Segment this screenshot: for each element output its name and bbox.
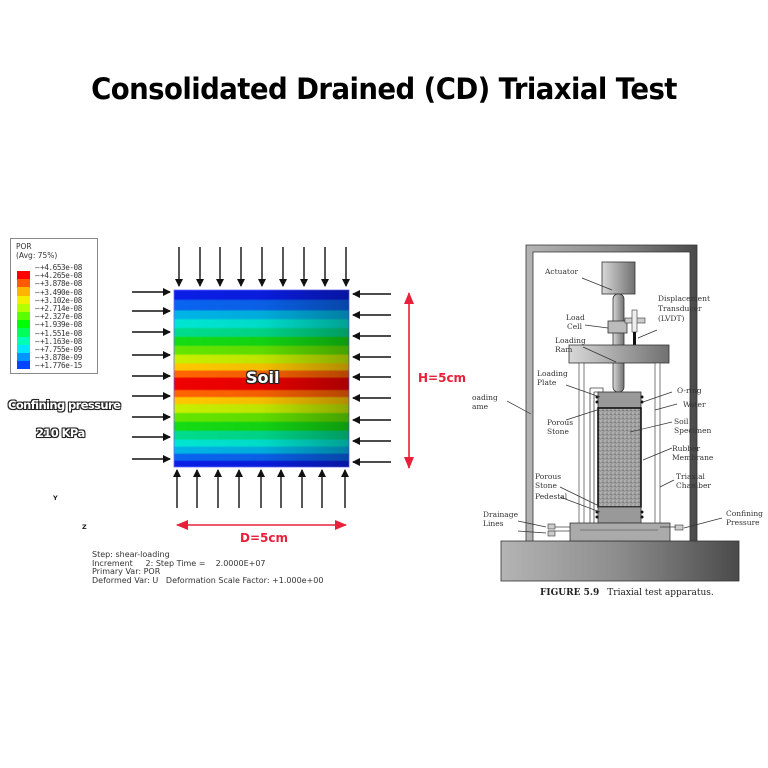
right-confining-arrows	[352, 290, 391, 466]
figure-number: FIGURE 5.9	[540, 588, 600, 598]
legend-value: +1.776e-15	[35, 362, 82, 370]
label-plate-1: Loading	[537, 369, 568, 378]
top-load-arrows	[175, 247, 350, 287]
label-frame-1: oading	[472, 393, 498, 402]
confining-pressure-label: Confining pressure	[8, 398, 121, 412]
soil-label: Soil	[246, 368, 280, 387]
confining-pressure-value: 210 KPa	[36, 426, 85, 440]
actuator	[601, 261, 636, 295]
label-actuator: Actuator	[544, 267, 578, 276]
increment-line: Increment 2: Step Time = 2.0000E+07	[92, 558, 266, 568]
triad-y-label: Y	[53, 494, 58, 502]
label-confining-2: Pressure	[726, 518, 760, 527]
label-soil-1: Soil	[674, 417, 689, 426]
load-cell	[607, 320, 628, 334]
height-label: H=5cm	[418, 371, 467, 385]
legend-value: +3.878e-08	[35, 280, 82, 288]
lvdt	[631, 309, 638, 333]
legend-value: +1.551e-08	[35, 329, 82, 338]
loading-ram	[612, 293, 625, 393]
triaxial-apparatus-diagram: Actuator Displacement Transducer (LVDT) …	[472, 244, 763, 582]
legend-color-bar	[17, 271, 30, 370]
pedestal	[597, 506, 642, 524]
label-load-2: Cell	[567, 322, 583, 331]
label-porous-bot-1: Porous	[535, 472, 561, 481]
legend-variable: POR	[16, 242, 32, 251]
label-displacement-3: (LVDT)	[658, 314, 684, 323]
legend-value: +3.490e-08	[35, 288, 82, 297]
label-rubber-1: Rubber	[672, 444, 701, 453]
confining-valve	[674, 524, 684, 531]
left-confining-arrows	[132, 288, 171, 463]
figure-caption-text: Triaxial test apparatus.	[607, 588, 714, 598]
step-line: Step: shear-loading	[92, 550, 170, 559]
label-chamber-1: Triaxial	[676, 472, 706, 481]
label-frame-2: ame	[472, 402, 489, 411]
base-plinth	[569, 522, 671, 542]
legend-values: +4.653e-08 +4.265e-08 +3.878e-08 +3.490e…	[35, 263, 82, 371]
label-porous-top-2: Stone	[547, 427, 569, 436]
bottom-load-arrows	[173, 469, 349, 508]
label-porous-bot-2: Stone	[535, 481, 557, 490]
label-porous-top-1: Porous	[547, 418, 573, 427]
legend-value: +4.265e-08	[35, 271, 82, 280]
label-confining-1: Confining	[726, 509, 763, 518]
deformed-var-line: Deformed Var: U Deformation Scale Factor…	[92, 575, 324, 585]
legend-value: +2.714e-08	[35, 304, 82, 313]
legend-averaging: (Avg: 75%)	[16, 251, 58, 260]
label-displacement-2: Transducer	[658, 304, 702, 313]
page-title: Consolidated Drained (CD) Triaxial Test	[91, 72, 677, 106]
drainage-valves	[547, 523, 556, 537]
label-chamber-2: Chamber	[676, 481, 711, 490]
triad-z-label: Z	[82, 523, 87, 531]
label-soil-2: Specimen	[674, 426, 712, 435]
label-water: Water	[683, 400, 706, 409]
legend-value: +2.327e-08	[35, 313, 82, 321]
triaxial-chamber-right	[654, 362, 661, 532]
loading-plate	[597, 391, 642, 409]
label-oring: O-ring	[677, 386, 702, 395]
label-drainage-1: Drainage	[483, 510, 519, 519]
figure-caption: FIGURE 5.9 Triaxial test apparatus.	[540, 588, 714, 598]
top-plate	[568, 344, 670, 364]
legend-value: +4.653e-08	[35, 263, 82, 272]
label-drainage-2: Lines	[483, 519, 504, 528]
legend-value: +7.755e-09	[35, 345, 82, 354]
primary-var-line: Primary Var: POR	[92, 567, 161, 577]
base	[500, 540, 740, 582]
legend-header: POR (Avg: 75%)	[16, 242, 57, 260]
legend-value: +3.102e-08	[35, 296, 82, 305]
soil-specimen	[597, 407, 642, 508]
legend-value: +1.939e-08	[35, 321, 82, 329]
label-rubber-2: Membrane	[672, 453, 714, 462]
label-plate-2: Plate	[537, 378, 557, 387]
legend-value: +3.878e-09	[35, 354, 82, 362]
label-pedestal: Pedestal	[535, 492, 568, 501]
label-ram-2: Ram	[555, 345, 572, 354]
contour-legend: POR (Avg: 75%) +4.653e-08 +4.265e-08 +3.…	[10, 238, 98, 374]
label-ram-1: Loading	[555, 336, 586, 345]
label-load-1: Load	[566, 313, 585, 322]
legend-value: +1.163e-08	[35, 337, 82, 346]
soil-model-diagram	[132, 247, 414, 530]
label-displacement-1: Displacement	[658, 294, 710, 303]
diameter-label: D=5cm	[240, 531, 288, 545]
